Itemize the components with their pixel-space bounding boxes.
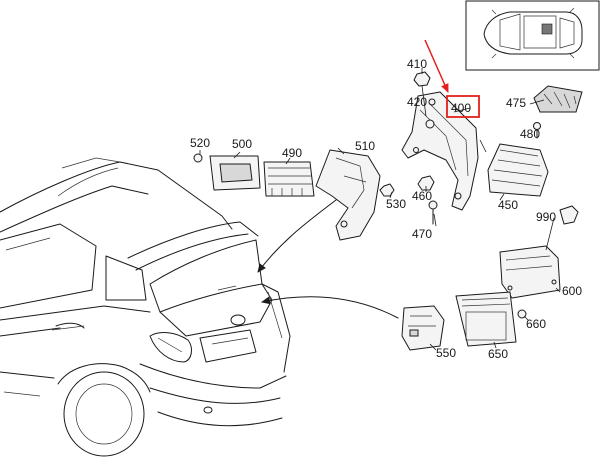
label-420: 420	[407, 95, 427, 109]
part-450-module	[487, 143, 549, 197]
part-510-bracket	[315, 149, 381, 241]
label-520: 520	[190, 136, 210, 150]
label-600: 600	[562, 284, 582, 298]
part-475-block	[533, 85, 583, 113]
label-460: 460	[412, 189, 432, 203]
part-550-module	[401, 305, 445, 351]
label-470: 470	[412, 227, 432, 241]
label-660: 660	[526, 317, 546, 331]
part-490-module	[263, 161, 315, 197]
label-450: 450	[498, 198, 518, 212]
label-500: 500	[232, 137, 252, 151]
label-510: 510	[355, 139, 375, 153]
part-480-screw	[533, 122, 541, 139]
label-530: 530	[386, 197, 406, 211]
highlight-box-400	[446, 95, 480, 118]
part-520-nut	[193, 153, 203, 163]
part-990-label	[559, 205, 579, 225]
label-990: 990	[536, 210, 556, 224]
label-475: 475	[506, 96, 526, 110]
label-410: 410	[407, 57, 427, 71]
label-490: 490	[282, 146, 302, 160]
label-550: 550	[436, 346, 456, 360]
arrow-bracket-to-rear	[257, 199, 337, 273]
part-600-control-unit	[499, 245, 561, 299]
part-410-nut	[413, 68, 431, 87]
highlight-arrow	[424, 39, 449, 93]
part-500-display	[209, 155, 261, 191]
label-650: 650	[488, 347, 508, 361]
label-400: 400	[451, 101, 471, 115]
part-530-nut	[379, 183, 395, 197]
part-420-screw	[425, 119, 435, 129]
label-480: 480	[520, 127, 540, 141]
inset-vehicle-view	[465, 0, 600, 71]
part-650-control-unit	[455, 291, 517, 347]
leader-lines	[199, 85, 561, 351]
part-400-bracket	[401, 91, 479, 211]
part-470-screw	[428, 200, 438, 225]
arrow-module-to-rear	[261, 296, 399, 319]
vehicle-outline	[0, 157, 291, 457]
part-460-nut	[417, 175, 435, 191]
